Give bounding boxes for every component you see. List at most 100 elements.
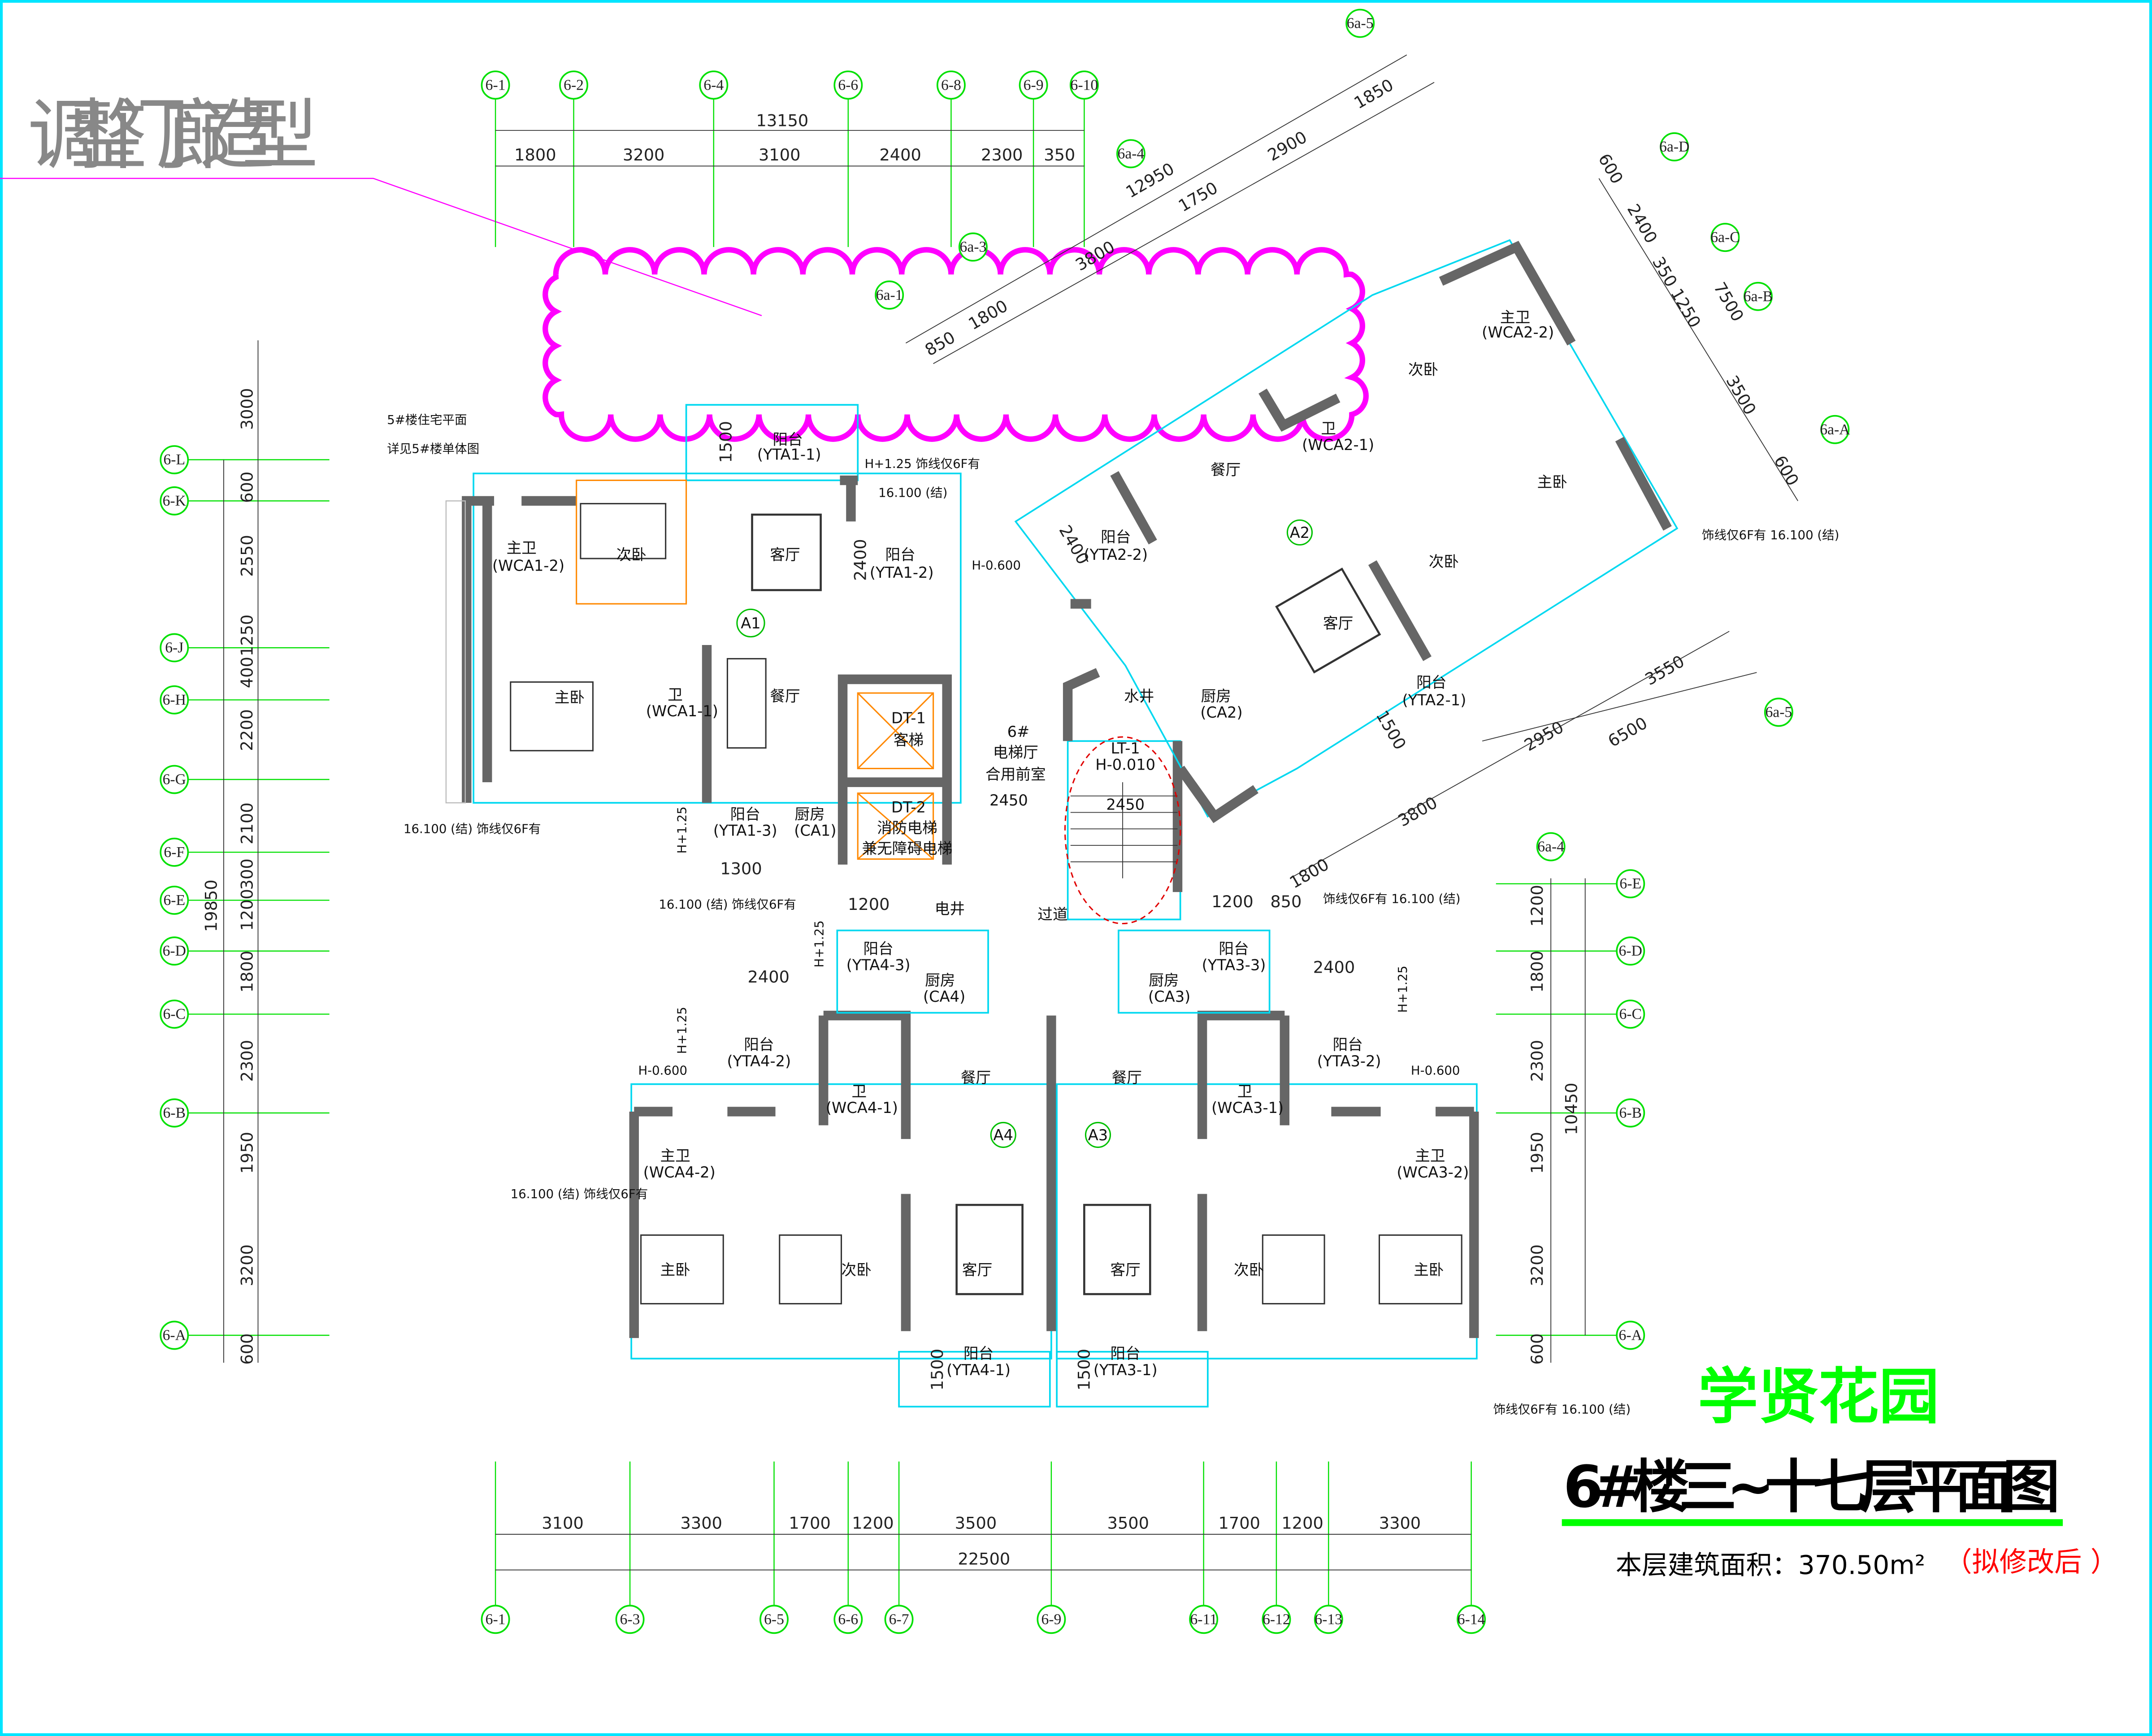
axis-bubble-bottom-label: 6-9 bbox=[1041, 1611, 1061, 1628]
axis-bubble-bottom bbox=[1189, 1605, 1219, 1634]
axis-bubble-left bbox=[160, 837, 189, 867]
dimension-text: 1800 bbox=[1527, 951, 1547, 992]
room-label: (YTA2-1) bbox=[1402, 692, 1466, 709]
axis-bubble-bottom bbox=[481, 1605, 510, 1634]
unit-a4-plan bbox=[629, 929, 1056, 1408]
axis-bubble-left bbox=[160, 765, 189, 794]
room-label: 阳台 bbox=[863, 940, 894, 957]
room-label: (WCA4-1) bbox=[826, 1099, 898, 1117]
dimension-text: 3500 bbox=[1107, 1514, 1149, 1533]
room-label: (WCA3-2) bbox=[1397, 1164, 1469, 1181]
level-note: 5#楼住宅平面 bbox=[387, 413, 467, 427]
room-label: 阳台 bbox=[1219, 940, 1249, 957]
dimension-text: 1200 bbox=[1211, 892, 1253, 911]
axis-bubble-rotated-label: 6a-5 bbox=[1347, 15, 1374, 32]
axis-bubble-top-label: 6-6 bbox=[838, 77, 858, 93]
axis-bubble-bottom-label: 6-13 bbox=[1315, 1611, 1342, 1628]
dimension-text: 2550 bbox=[237, 535, 256, 576]
axis-bubble-left-label: 6-B bbox=[163, 1105, 186, 1121]
room-label: 阳台 bbox=[744, 1036, 774, 1053]
axis-bubble-left bbox=[160, 486, 189, 515]
revision-cloud bbox=[542, 247, 1369, 442]
dimension-text: 22500 bbox=[958, 1549, 1010, 1568]
axis-bubble-left bbox=[160, 633, 189, 662]
axis-bubble-top-label: 6-9 bbox=[1024, 77, 1044, 93]
axis-bubble-rotated-label: 6a-3 bbox=[960, 239, 987, 255]
dimension-text: 2300 bbox=[981, 145, 1023, 165]
axis-bubble-right bbox=[1616, 869, 1645, 899]
dimension-text: 1200 bbox=[237, 889, 256, 931]
axis-bubble-left-label: 6-L bbox=[163, 451, 185, 468]
room-label: 合用前室 bbox=[985, 766, 1046, 783]
room-label: 主卧 bbox=[555, 689, 585, 706]
room-labels: 阳台(YTA1-1)客厅次卧主卫(WCA1-2)主卧卫(WCA1-1)餐厅A1阳… bbox=[492, 308, 1567, 1378]
axis-bubble-left-label: 6-E bbox=[163, 892, 185, 909]
axis-bubble-top-label: 6-2 bbox=[564, 77, 584, 93]
axis-bubble-rotated-label: 6a-B bbox=[1744, 288, 1773, 305]
room-label: (CA1) bbox=[794, 822, 836, 840]
axis-bubble-rotated-label: 6a-1 bbox=[876, 287, 903, 303]
dimension-text: 2100 bbox=[237, 802, 256, 844]
room-label: 餐厅 bbox=[770, 688, 800, 705]
room-label: (YTA2-2) bbox=[1084, 546, 1148, 563]
room-label: (WCA1-2) bbox=[492, 557, 564, 575]
axis-bubble-top bbox=[699, 70, 729, 100]
room-label: 主卫 bbox=[1415, 1147, 1445, 1165]
room-label: 电梯厅 bbox=[993, 744, 1038, 761]
drawing-title: 6#楼三~十七层平面图 bbox=[1563, 1454, 2060, 1521]
dimension-text: 1500 bbox=[1075, 1349, 1094, 1390]
room-label: 主卫 bbox=[1500, 308, 1530, 326]
dimension-text: 1300 bbox=[720, 859, 762, 878]
room-label: 次卧 bbox=[616, 546, 646, 563]
room-label: (YTA4-3) bbox=[846, 957, 911, 974]
axis-bubble-left-label: 6-F bbox=[164, 844, 185, 861]
axis-bubble-left bbox=[160, 1098, 189, 1128]
axis-bubble-rotated bbox=[1536, 832, 1566, 862]
level-note: H+1.25 bbox=[812, 920, 827, 967]
room-label: 餐厅 bbox=[1112, 1069, 1142, 1087]
axis-bubble-rotated-label: 6a-A bbox=[1820, 421, 1850, 438]
room-label: 卫 bbox=[1321, 420, 1336, 437]
dimension-text: 19850 bbox=[202, 879, 221, 932]
room-label: 卫 bbox=[668, 686, 683, 703]
revision-note: （拟修改后 ） bbox=[1944, 1546, 2118, 1578]
title-underline bbox=[1562, 1519, 2063, 1526]
axis-bubble-bottom-label: 6-14 bbox=[1458, 1611, 1485, 1628]
axis-bubble-top-label: 6-10 bbox=[1071, 77, 1098, 93]
unit-a3-plan bbox=[1056, 929, 1479, 1408]
room-label: (YTA1-1) bbox=[757, 446, 821, 463]
axis-bubble-left-label: 6-H bbox=[163, 692, 186, 708]
room-label: 阳台 bbox=[730, 805, 760, 823]
room-label: 水井 bbox=[1124, 688, 1154, 705]
room-label: (WCA3-1) bbox=[1211, 1099, 1284, 1117]
room-label: 主卧 bbox=[1414, 1261, 1444, 1278]
dimension-text: 1500 bbox=[716, 421, 736, 463]
level-note: 16.100 (结) 饰线仅6F有 bbox=[511, 1187, 648, 1201]
axis-bubble-bottom-label: 6-1 bbox=[486, 1611, 506, 1628]
axis-bubble-rotated bbox=[1710, 223, 1740, 252]
dimension-text: 2200 bbox=[237, 709, 256, 751]
dimension-text: 3300 bbox=[1379, 1514, 1421, 1533]
dimension-text: 3200 bbox=[1527, 1244, 1547, 1286]
axis-bubble-left bbox=[160, 1320, 189, 1350]
level-note: 饰线仅6F有 16.100 (结) bbox=[1323, 892, 1460, 906]
axis-bubble-left-label: 6-A bbox=[163, 1327, 187, 1343]
level-note: 16.100 (结) 饰线仅6F有 bbox=[404, 822, 541, 836]
axis-bubble-rotated-label: 6a-C bbox=[1710, 229, 1740, 246]
room-label: (YTA1-3) bbox=[713, 822, 777, 840]
level-note: H-0.600 bbox=[1411, 1063, 1460, 1078]
room-label: 主卧 bbox=[1537, 473, 1567, 491]
floor-area: 本层建筑面积：370.50m² bbox=[1616, 1550, 1926, 1580]
room-label: (WCA1-1) bbox=[646, 702, 718, 720]
unit-a2-plan bbox=[1014, 239, 1679, 823]
dimension-text: 3200 bbox=[623, 145, 664, 165]
axis-bubble-top-label: 6-8 bbox=[941, 77, 961, 93]
axis-bubble-rotated-label: 6a-5 bbox=[1765, 704, 1792, 721]
level-note: 16.100 (结) bbox=[878, 485, 947, 500]
dimension-text: 1950 bbox=[1527, 1132, 1547, 1173]
axis-bubble-left-label: 6-K bbox=[163, 493, 186, 509]
room-label: 次卧 bbox=[1408, 361, 1438, 378]
level-note: 饰线仅6F有 16.100 (结) bbox=[1702, 528, 1839, 542]
